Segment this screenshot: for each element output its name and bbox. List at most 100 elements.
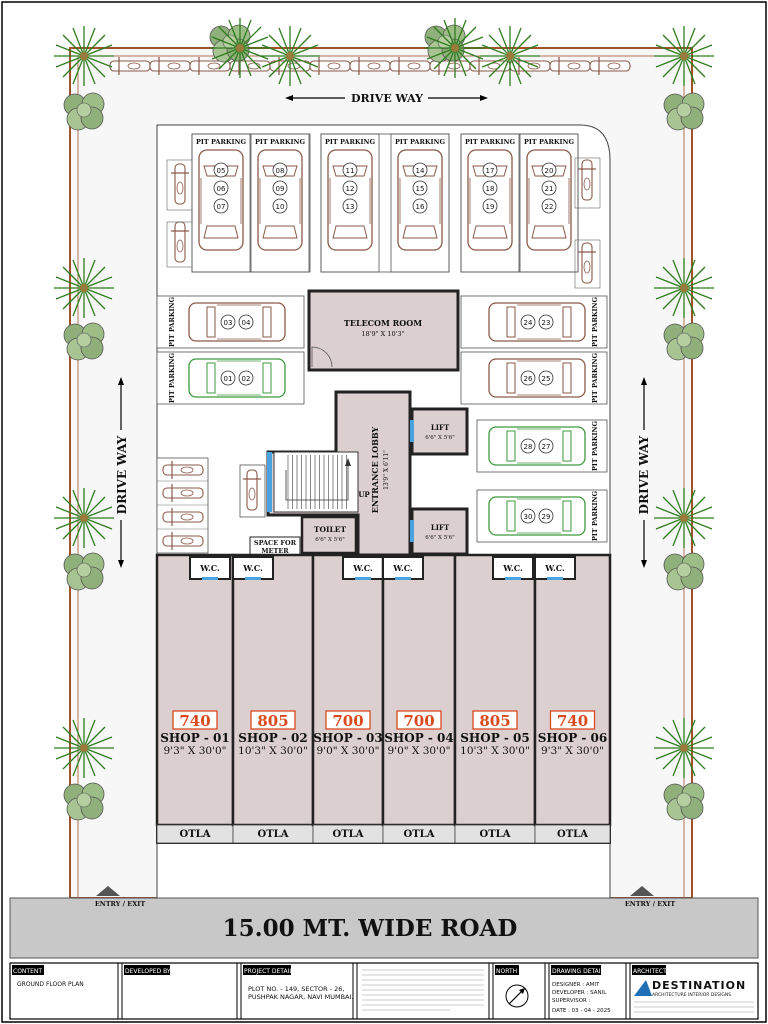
tb-developer: DEVELOPER : SANIL bbox=[552, 990, 607, 996]
shop-size: 9'3" X 30'0" bbox=[164, 745, 227, 757]
otla-label: OTLA bbox=[404, 829, 435, 840]
pit-parking-label: PIT PARKING bbox=[591, 353, 599, 404]
slot-number: 13 bbox=[346, 203, 355, 211]
tb-project-line1: PLOT NO. - 149, SECTOR - 26, bbox=[248, 985, 344, 993]
slot-marker bbox=[541, 198, 557, 214]
slot-number: 07 bbox=[217, 203, 226, 211]
otla-label: OTLA bbox=[480, 829, 511, 840]
slot-number: 05 bbox=[217, 167, 226, 175]
entry-exit-left-label: ENTRY / EXIT bbox=[95, 900, 146, 908]
entry-exit-right-label: ENTRY / EXIT bbox=[625, 900, 676, 908]
shop-area-box bbox=[472, 710, 518, 730]
slot-number: 01 bbox=[224, 375, 233, 383]
shop-area: 805 bbox=[479, 712, 510, 730]
slot-marker bbox=[272, 162, 288, 178]
slot-marker bbox=[220, 370, 236, 386]
shop-name: SHOP - 05 bbox=[460, 731, 530, 745]
slot-number: 02 bbox=[242, 375, 251, 383]
slot-number: 11 bbox=[346, 167, 355, 175]
lift-1-size: 6'6" X 5'6" bbox=[425, 435, 455, 441]
pit-parking-label: PIT PARKING bbox=[168, 297, 176, 348]
pit-parking-label: PIT PARKING bbox=[591, 297, 599, 348]
wc-label: W.C. bbox=[242, 563, 263, 573]
slot-marker bbox=[541, 180, 557, 196]
pit-parking-label: PIT PARKING bbox=[325, 138, 376, 146]
road-label: 15.00 MT. WIDE ROAD bbox=[223, 915, 518, 942]
wc-label: W.C. bbox=[544, 563, 565, 573]
shop-name: SHOP - 04 bbox=[384, 731, 454, 745]
north-arrow-icon bbox=[505, 984, 529, 1008]
wc-label: W.C. bbox=[502, 563, 523, 573]
slot-marker bbox=[213, 198, 229, 214]
tb-brand: DESTINATION bbox=[652, 979, 746, 992]
pit-parking-label: PIT PARKING bbox=[591, 491, 599, 542]
shop-size: 10'3" X 30'0" bbox=[460, 745, 530, 757]
slot-marker bbox=[272, 198, 288, 214]
shop-area-box bbox=[325, 710, 371, 730]
slot-number: 27 bbox=[542, 443, 551, 451]
pit-parking-label: PIT PARKING bbox=[196, 138, 247, 146]
tb-project-head: PROJECT DETAIL bbox=[244, 968, 293, 975]
otla-label: OTLA bbox=[258, 829, 289, 840]
drive-way-left: DRIVE WAY bbox=[115, 377, 129, 568]
shop-area: 805 bbox=[257, 712, 288, 730]
slot-number: 06 bbox=[217, 185, 226, 193]
drive-way-right-label: DRIVE WAY bbox=[637, 435, 651, 514]
slot-number: 19 bbox=[486, 203, 495, 211]
slot-marker bbox=[342, 180, 358, 196]
slot-number: 14 bbox=[416, 167, 425, 175]
staircase-lobby: UP ENTRANCE LOBBY 13'9" X 6'11" bbox=[266, 390, 412, 557]
slot-number: 29 bbox=[542, 513, 551, 521]
meter-label-2: METER bbox=[261, 547, 289, 555]
slot-number: 08 bbox=[276, 167, 285, 175]
pit-parking-label: PIT PARKING bbox=[168, 353, 176, 404]
shop-name: SHOP - 02 bbox=[238, 731, 308, 745]
telecom-room: TELECOM ROOM 18'9" X 10'3" bbox=[307, 289, 460, 372]
slot-marker bbox=[482, 180, 498, 196]
tb-drawing-head: DRAWING DETAIL bbox=[552, 968, 605, 975]
slot-marker bbox=[538, 508, 554, 524]
drive-way-left-label: DRIVE WAY bbox=[115, 435, 129, 514]
road: 15.00 MT. WIDE ROAD bbox=[9, 897, 759, 959]
slot-marker bbox=[520, 370, 536, 386]
slot-number: 18 bbox=[486, 185, 495, 193]
slot-marker bbox=[541, 162, 557, 178]
tb-project-line2: PUSHPAK NAGAR, NAVI MUMBAI. bbox=[248, 993, 353, 1001]
shop-area: 740 bbox=[557, 712, 588, 730]
slot-marker bbox=[238, 314, 254, 330]
tb-developed-head: DEVELOPED BY bbox=[125, 968, 171, 975]
telecom-room-size: 18'9" X 10'3" bbox=[361, 330, 404, 338]
shop-area-box bbox=[172, 710, 218, 730]
pit-parking-label: PIT PARKING bbox=[395, 138, 446, 146]
title-block: CONTENT GROUND FLOOR PLAN DEVELOPED BY P… bbox=[9, 962, 759, 1020]
slot-number: 23 bbox=[542, 319, 551, 327]
shop-size: 9'3" X 30'0" bbox=[541, 745, 604, 757]
telecom-room-label: TELECOM ROOM bbox=[344, 318, 422, 328]
toilet-label: TOILET bbox=[314, 525, 347, 534]
shop-name: SHOP - 03 bbox=[313, 731, 383, 745]
drive-way-top-label: DRIVE WAY bbox=[351, 92, 423, 105]
slot-number: 20 bbox=[545, 167, 554, 175]
shop-name: SHOP - 01 bbox=[160, 731, 230, 745]
slot-number: 21 bbox=[545, 185, 554, 193]
bike-stand-left bbox=[156, 457, 266, 554]
shop-size: 9'0" X 30'0" bbox=[317, 745, 380, 757]
slot-marker bbox=[412, 162, 428, 178]
shop-area: 700 bbox=[332, 712, 363, 730]
lift-1: LIFT 6'6" X 5'6" bbox=[410, 407, 469, 456]
tb-content-value: GROUND FLOOR PLAN bbox=[17, 981, 84, 988]
wc-label: W.C. bbox=[352, 563, 373, 573]
shop-name: SHOP - 06 bbox=[538, 731, 608, 745]
tb-architect-head: ARCHITECT bbox=[633, 968, 667, 975]
slot-marker bbox=[342, 162, 358, 178]
